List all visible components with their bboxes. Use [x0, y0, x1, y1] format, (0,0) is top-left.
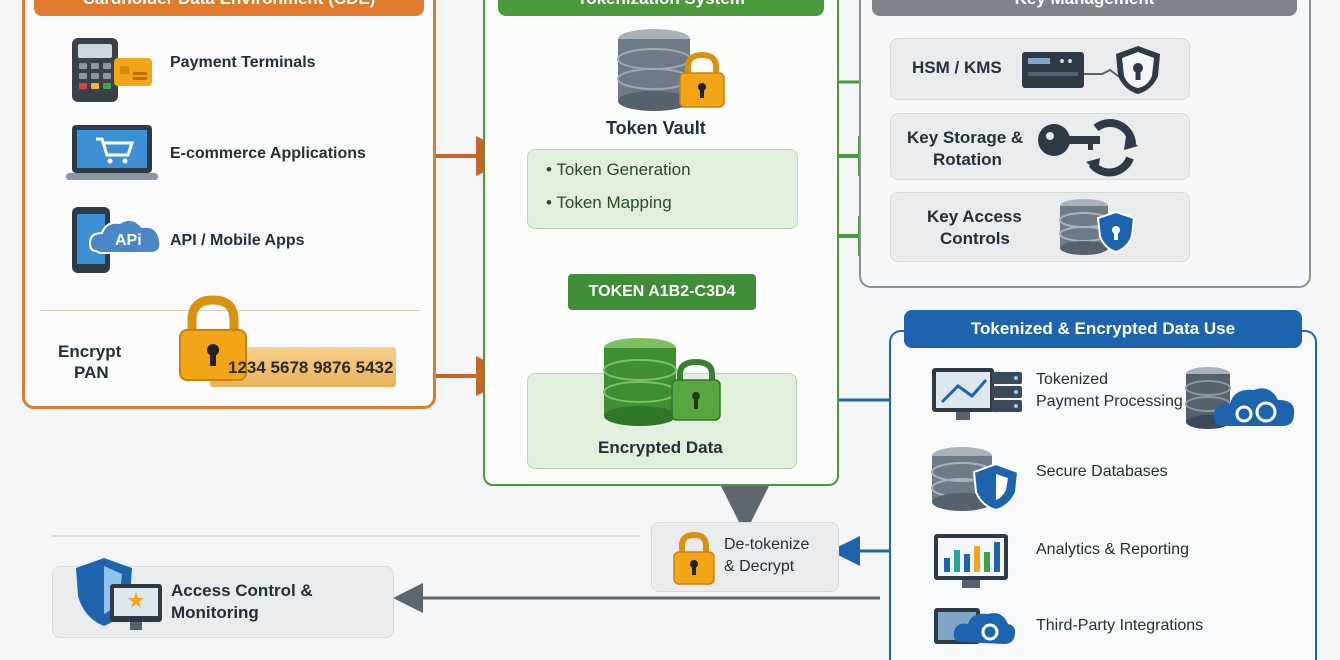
pan-number: 1234 5678 9876 5432	[228, 358, 394, 377]
secure-databases-icon	[931, 447, 1020, 512]
api-badge: APi	[115, 232, 142, 249]
key-access-database-shield-icon	[1059, 199, 1136, 255]
key-rotation-icon	[1038, 118, 1138, 177]
third-party-cloud-icon	[934, 608, 1016, 644]
token-vault-database-icon	[617, 29, 725, 111]
key-storage-label-2: Rotation	[933, 150, 1002, 169]
encrypt-label: Encrypt	[58, 342, 122, 361]
payment-terminal-icon	[72, 38, 152, 102]
token-mapping-label: • Token Mapping	[546, 193, 672, 212]
api-mobile-icon	[72, 207, 162, 273]
padlock-icon	[179, 295, 247, 381]
ecommerce-label: E-commerce Applications	[170, 145, 366, 162]
access-control-label-1: Access Control &	[171, 581, 313, 600]
key-access-card	[890, 192, 1190, 262]
analytics-monitor-icon	[934, 534, 1008, 588]
detokenize-label-1: De-tokenize	[724, 536, 810, 553]
payment-terminals-label: Payment Terminals	[170, 54, 316, 71]
hsm-device-icon	[1022, 46, 1160, 94]
encrypted-database-icon	[603, 338, 721, 426]
key-access-label-2: Controls	[940, 229, 1010, 248]
key-storage-label-1: Key Storage &	[907, 128, 1024, 147]
api-mobile-label: API / Mobile Apps	[170, 232, 305, 249]
secure-databases-label: Secure Databases	[1036, 463, 1168, 480]
cde-panel-title: Cardholder Data Environment (CDE)	[34, 0, 424, 16]
access-control-shield-monitor-icon	[76, 558, 162, 630]
encrypted-data-label: Encrypted Data	[598, 438, 723, 457]
payment-processing-label-2: Payment Processing	[1036, 393, 1183, 410]
third-party-label: Third-Party Integrations	[1036, 617, 1204, 634]
ecommerce-laptop-icon	[66, 125, 158, 180]
token-badge: TOKEN A1B2-C3D4	[568, 274, 756, 310]
hsm-kms-label: HSM / KMS	[912, 58, 1002, 77]
analytics-reporting-label: Analytics & Reporting	[1036, 541, 1189, 558]
payment-processing-server-icon	[932, 368, 1022, 420]
payment-processing-label-1: Tokenized	[1036, 371, 1109, 388]
pan-label: PAN	[74, 363, 109, 382]
detokenize-label-2: & Decrypt	[724, 558, 795, 575]
detokenize-padlock-icon	[673, 531, 715, 585]
token-vault-label: Token Vault	[606, 118, 706, 138]
tokenization-panel-title: Tokenization System	[498, 0, 824, 16]
data-use-panel-title: Tokenized & Encrypted Data Use	[904, 310, 1302, 348]
database-cloud-gear-icon	[1185, 367, 1295, 429]
key-management-panel-title: Key Management	[872, 0, 1297, 16]
token-functions-box	[527, 149, 798, 229]
token-generation-label: • Token Generation	[546, 160, 691, 179]
access-control-label-2: Monitoring	[171, 603, 259, 622]
key-access-label-1: Key Access	[927, 207, 1022, 226]
